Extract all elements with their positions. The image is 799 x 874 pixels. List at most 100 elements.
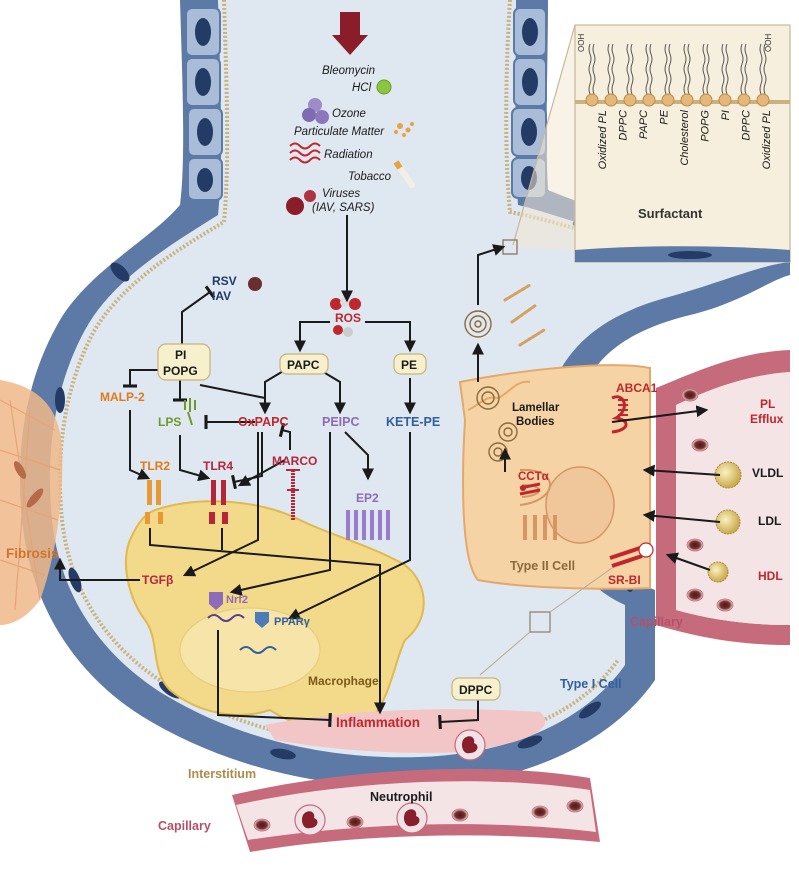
lipid-tail (626, 43, 630, 95)
red-blood-cell-icon (681, 388, 699, 402)
pi-popg-box (157, 343, 211, 381)
lamellar-body-icon (464, 283, 546, 462)
hcl-drop-icon (376, 79, 392, 95)
lipid-tail (668, 43, 672, 95)
surfactant-lipid-label: PAPC (638, 110, 650, 139)
lipid-head (699, 93, 713, 107)
lipid-tail (702, 43, 706, 95)
surfactant-lipid-label: DPPC (618, 110, 630, 141)
red-blood-cell-icon (691, 438, 709, 452)
surfactant-layer (57, 0, 620, 750)
surfactant-lipid-label: Oxidized PL (761, 110, 773, 169)
fibrosis-label: Fibrosis (6, 546, 59, 561)
hcl-label: HCl (352, 82, 372, 94)
viruses-label: Viruses (322, 188, 360, 200)
nrf2-receptor-icon (207, 592, 245, 622)
red-blood-cell-icon (686, 538, 704, 552)
lipid-tail (759, 43, 763, 95)
pl-efflux-label-1: PL (760, 397, 775, 411)
capillary-bottom-label: Capillary (158, 819, 211, 833)
abca1-label: ABCA1 (616, 381, 658, 395)
ooh-right-label: OOH (764, 34, 773, 52)
pparg-receptor-icon (239, 612, 277, 654)
neutrophil-label: Neutrophil (370, 790, 433, 804)
papc-label: PAPC (287, 358, 320, 372)
tobacco-label: Tobacco (348, 171, 392, 183)
rsv-label: RSV (212, 274, 237, 288)
lipid-tail (588, 43, 592, 95)
surfactant-lipid-label: DPPC (741, 110, 753, 141)
popg-label: POPG (163, 364, 198, 378)
virus-icon (248, 190, 316, 291)
surfactant-lipid-label: PE (659, 109, 671, 124)
ldl-label: LDL (758, 514, 781, 528)
dppc-box (451, 677, 501, 701)
macrophage-cell (124, 500, 425, 730)
tlr4-receptor-icon (209, 480, 228, 524)
papc-box (279, 353, 329, 375)
surfactant-lipid-label: Cholesterol (679, 109, 691, 165)
capillary-right-label: Capillary (630, 615, 683, 629)
particle-icon (394, 122, 414, 137)
red-blood-cells-bottom (253, 799, 584, 832)
lipid-head (661, 93, 675, 107)
lipid-tail (630, 43, 634, 95)
lipoprotein-icon (707, 561, 729, 583)
type1-label: Type I Cell (560, 677, 622, 691)
ketepe-label: KETE-PE (386, 415, 440, 429)
type2-cell (458, 364, 651, 590)
inflammation-label: Inflammation (336, 715, 420, 730)
ozone-label: Ozone (332, 108, 366, 120)
marco-receptor-icon (286, 469, 300, 520)
red-blood-cell-icon (346, 815, 364, 829)
capillary-right (656, 350, 790, 645)
pm-label: Particulate Matter (294, 126, 385, 138)
type2-label: Type II Cell (510, 559, 575, 573)
nrf2-label: Nrf2 (226, 594, 248, 606)
oxpapc-label: OxPAPC (238, 415, 288, 429)
tlr2-receptor-icon (145, 480, 163, 524)
pe-label: PE (401, 358, 417, 372)
macrophage-label: Macrophage (308, 674, 379, 688)
lipid-tail (664, 43, 668, 95)
dppc-inset (479, 567, 613, 676)
lipid-head (737, 93, 751, 107)
lipid-tail (763, 43, 767, 95)
lipid-tail (706, 43, 710, 95)
lamellar-label-1: Lamellar (512, 402, 560, 414)
lipid-tail (725, 43, 729, 95)
malp2-label: MALP-2 (100, 390, 145, 404)
lipid-tail (744, 43, 748, 95)
lipid-tail (683, 43, 687, 95)
surfactant-inset (502, 24, 791, 263)
red-blood-cell-icon (253, 818, 271, 832)
viruses-sub-label: (IAV, SARS) (312, 202, 375, 214)
lipid-head (585, 93, 599, 107)
surfactant-lipid-heads (585, 43, 770, 107)
down-arrow-icon (332, 12, 368, 55)
lipid-head (756, 93, 770, 107)
lipid-tail (740, 43, 744, 95)
pparg-label: PPARγ (274, 616, 311, 628)
red-blood-cell-icon (566, 799, 584, 813)
ooh-left-label: OOH (577, 34, 586, 52)
hdl-label: HDL (758, 569, 783, 583)
lipid-tail (611, 43, 615, 95)
lipid-head (623, 93, 637, 107)
stimuli-labels: Bleomycin HCl Ozone Particulate Matter R… (294, 65, 392, 214)
vldl-label: VLDL (752, 466, 783, 480)
neutrophil-icon (294, 729, 486, 836)
surfactant-lipid-label: Oxidized PL (597, 110, 609, 169)
bleomycin-label: Bleomycin (322, 65, 375, 77)
lipid-head (642, 93, 656, 107)
surfactant-label: Surfactant (638, 206, 703, 221)
airway-cells-left (185, 7, 223, 201)
tlr2-label: TLR2 (140, 459, 170, 473)
cigarette-icon (393, 160, 415, 188)
pi-label: PI (175, 348, 186, 362)
lipid-tail (645, 43, 649, 95)
ozone-molecule-icon (302, 98, 329, 124)
surfactant-lipid-label: PI (720, 110, 732, 120)
